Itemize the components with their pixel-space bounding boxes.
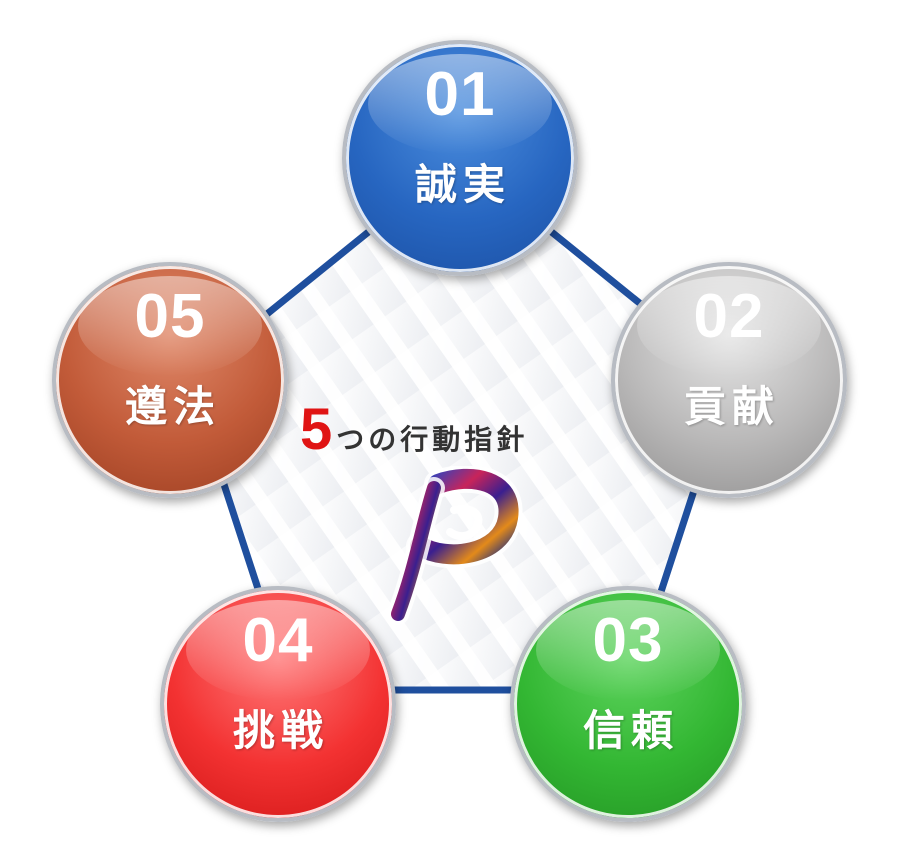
principle-label: 貢献 xyxy=(683,382,780,431)
principle-number: 05 xyxy=(134,282,206,351)
principle-circle-04: 04 挑戦 xyxy=(160,586,396,822)
principle-circle-02: 02 貢献 xyxy=(611,262,847,498)
principle-number: 03 xyxy=(592,606,664,675)
p-ribbon-logo-icon xyxy=(387,466,523,625)
principle-number: 01 xyxy=(424,60,496,129)
title-text: つの行動指針 xyxy=(336,423,529,456)
principle-circle-05: 05 遵法 xyxy=(52,262,288,498)
principle-circle-01: 01 誠実 xyxy=(342,40,578,276)
principle-number: 02 xyxy=(693,282,765,351)
title-number: 5 xyxy=(300,397,333,462)
principle-label: 誠実 xyxy=(414,160,511,209)
principle-label: 挑戦 xyxy=(232,706,329,755)
principle-label: 遵法 xyxy=(124,382,221,431)
principle-circle-03: 03 信頼 xyxy=(510,586,746,822)
principle-label: 信頼 xyxy=(582,706,679,755)
principle-number: 04 xyxy=(242,606,314,675)
